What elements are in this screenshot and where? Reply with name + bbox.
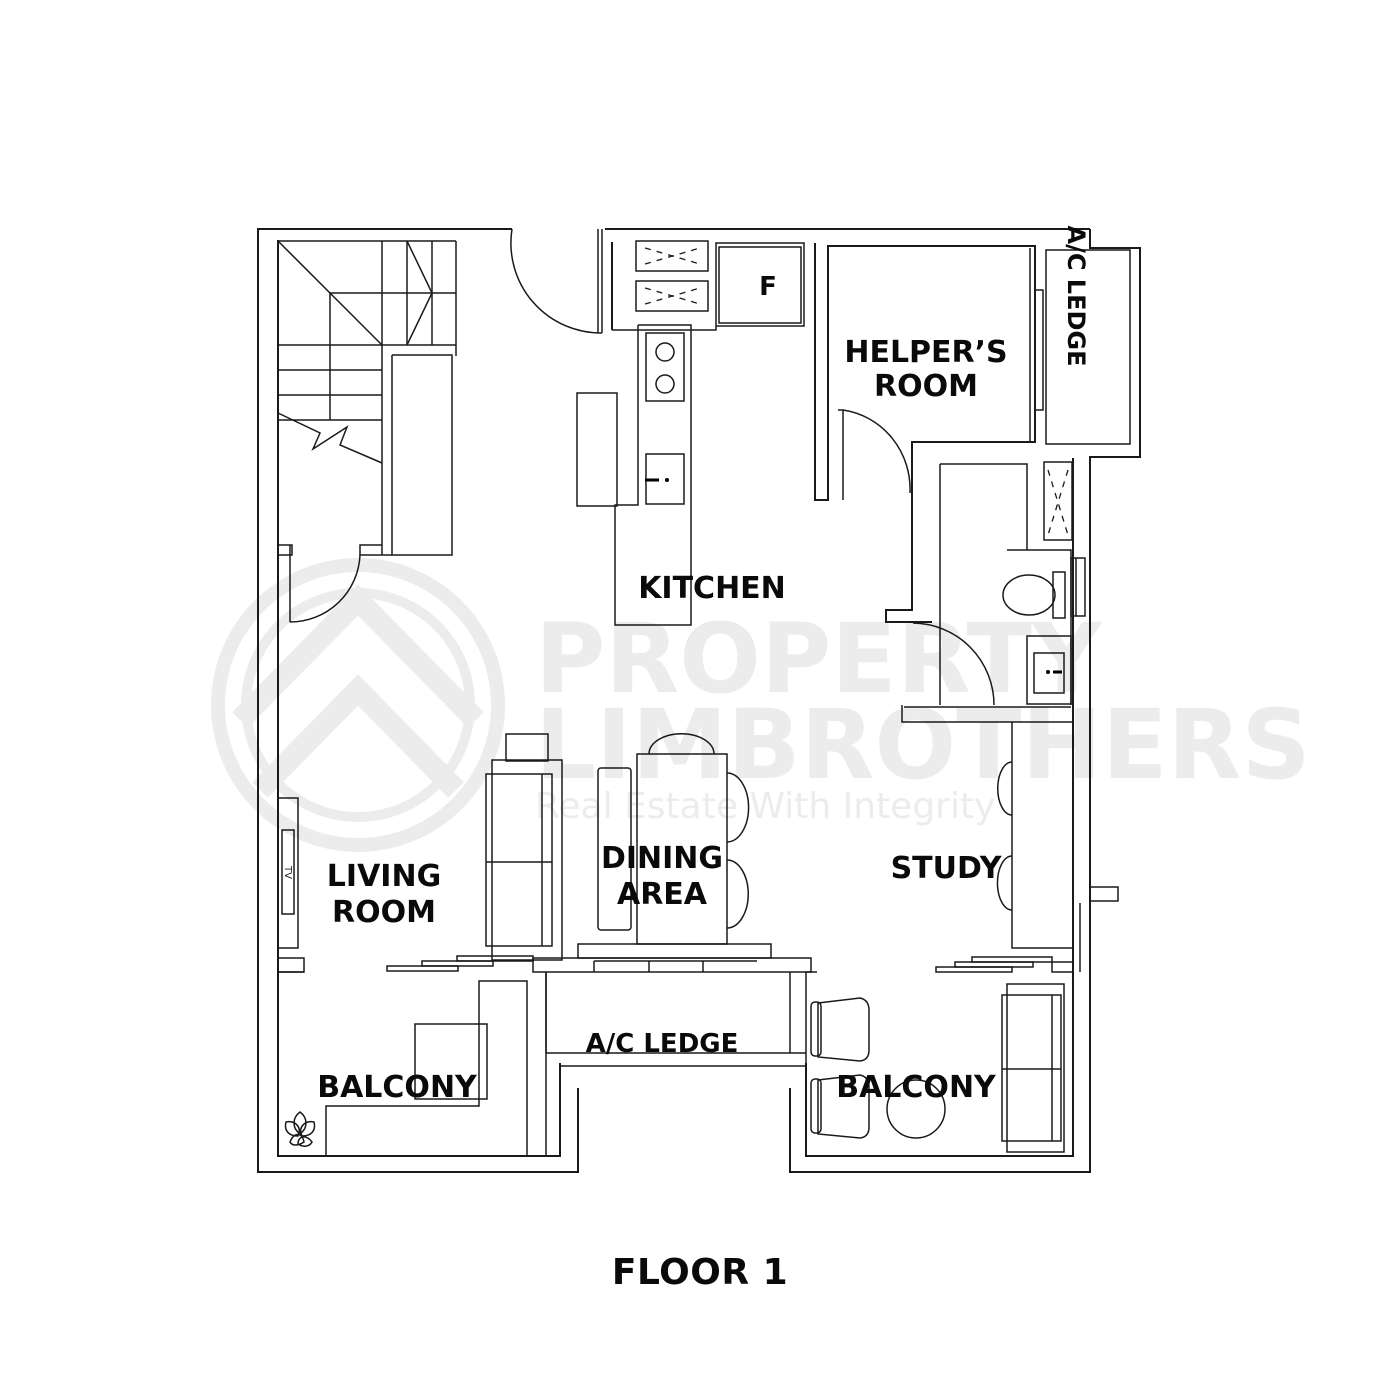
armchair-icon: [810, 1074, 870, 1139]
chair-icon: [726, 772, 750, 843]
fridge: [718, 246, 802, 324]
tap-icon: [665, 478, 669, 482]
chair-icon: [648, 732, 715, 755]
balcony-right-label: BALCONY: [836, 1070, 997, 1105]
watermark-line1: PROPERTY: [535, 603, 1103, 715]
watermark-ring-icon: [211, 558, 505, 852]
watermark-roof-icon: [232, 584, 484, 728]
study-label: STUDY: [891, 851, 1003, 886]
balcony-left: BALCONY: [277, 971, 547, 1157]
basin: [1026, 635, 1072, 705]
sofa: [485, 773, 553, 947]
tv: [281, 829, 295, 915]
balcony-sofa: [1001, 994, 1062, 1142]
helpers-room-label-2: ROOM: [874, 369, 978, 404]
toilet-icon: [1002, 574, 1056, 616]
dining-label-1: DINING: [601, 841, 723, 876]
dining-area: DINING AREA: [577, 732, 772, 959]
living-room-label-1: LIVING: [327, 859, 441, 894]
helpers-room: HELPER’S ROOM: [814, 243, 1044, 501]
ac-ledge-bottom-label: A/C LEDGE: [586, 1029, 739, 1059]
ac-ledge-top-label: A/C LEDGE: [1062, 225, 1090, 366]
armchair-icon: [810, 997, 870, 1062]
staircase: [277, 240, 457, 556]
fridge-label: F: [759, 272, 777, 302]
bench: [597, 767, 632, 931]
living-room: TV LIVING ROOM: [277, 733, 563, 973]
door-swing-icon: [510, 228, 603, 334]
tv-label: TV: [282, 865, 293, 879]
cabinet-top-1: [635, 240, 709, 272]
watermark: PROPERTY LIMBROTHERS Real Estate With In…: [211, 558, 1311, 852]
side-table: [505, 733, 549, 762]
sliding-doors: [386, 955, 1053, 973]
ac-ledge-bottom: A/C LEDGE: [545, 972, 806, 1067]
burner-icon: [655, 374, 675, 394]
bathroom: [885, 461, 1086, 723]
stove: [645, 332, 685, 402]
ac-ledge-top: A/C LEDGE: [1045, 225, 1131, 445]
stair-door[interactable]: [277, 544, 361, 623]
plant-icon: [284, 1111, 316, 1147]
balcony-left-label: BALCONY: [317, 1070, 478, 1105]
shower: [1043, 461, 1073, 541]
stair-break-icon: [277, 412, 383, 464]
chair-icon: [726, 859, 749, 929]
round-table: [886, 1079, 946, 1139]
kitchen-label: KITCHEN: [638, 571, 786, 606]
door-swing-icon: [912, 622, 995, 706]
chair-icon: [996, 855, 1013, 911]
study: STUDY: [891, 722, 1119, 973]
door-swing-icon: [289, 554, 361, 623]
living-room-label-2: ROOM: [332, 895, 436, 930]
cabinet-top-2: [635, 280, 709, 312]
balcony-right: BALCONY: [805, 971, 1065, 1153]
chair-icon: [996, 761, 1013, 816]
dining-label-2: AREA: [617, 877, 708, 912]
kitchen: F KITCHEN: [612, 240, 805, 626]
watermark-tagline: Real Estate With Integrity: [535, 786, 995, 827]
floor-title: FLOOR 1: [611, 1252, 789, 1293]
tv-console: [277, 797, 299, 949]
balcony-table: [414, 1023, 488, 1100]
burner-icon: [655, 342, 675, 362]
door-swing-icon: [842, 409, 911, 494]
helpers-room-label-1: HELPER’S: [844, 335, 1007, 370]
shoe-cabinet: [576, 392, 618, 507]
main-door[interactable]: [510, 228, 603, 334]
